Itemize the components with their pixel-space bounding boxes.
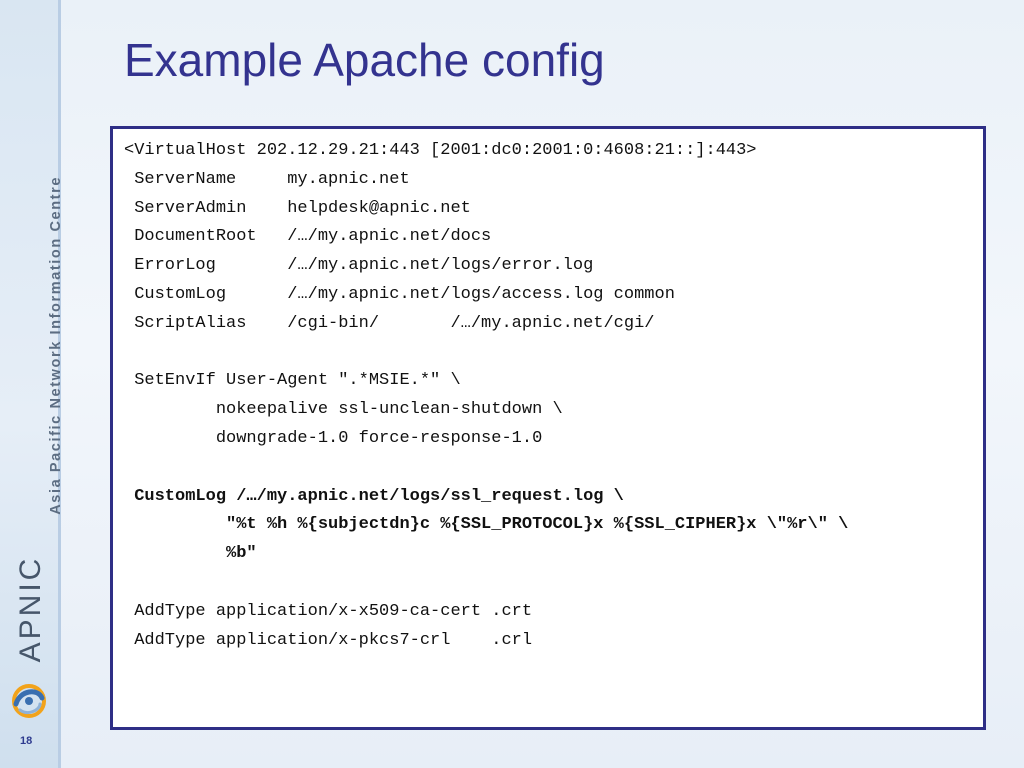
sidebar <box>0 0 58 768</box>
code-line: SetEnvIf User-Agent ".*MSIE.*" \ <box>124 371 461 391</box>
page-number: 18 <box>20 735 33 747</box>
code-line: downgrade-1.0 force-response-1.0 <box>124 428 543 448</box>
code-line <box>113 454 983 483</box>
brand-container: APNIC <box>14 546 48 672</box>
code-line: ScriptAlias /cgi-bin/ /…/my.apnic.net/cg… <box>124 313 655 333</box>
code-line: AddType application/x-pkcs7-crl .crl <box>124 630 533 650</box>
code-line: CustomLog /…/my.apnic.net/logs/access.lo… <box>124 284 675 304</box>
code-line: AddType application/x-x509-ca-cert .crt <box>124 601 533 621</box>
code-lines: <VirtualHost 202.12.29.21:443 [2001:dc0:… <box>113 137 983 655</box>
code-line: "%t %h %{subjectdn}c %{SSL_PROTOCOL}x %{… <box>124 515 849 535</box>
code-line: DocumentRoot /…/my.apnic.net/docs <box>124 227 492 247</box>
code-line <box>113 339 983 368</box>
slide-title: Example Apache config <box>124 34 605 86</box>
code-line: CustomLog /…/my.apnic.net/logs/ssl_reque… <box>124 486 624 506</box>
code-block: <VirtualHost 202.12.29.21:443 [2001:dc0:… <box>110 126 986 730</box>
org-name: Asia Pacific Network Information Centre <box>48 176 64 515</box>
code-line: ErrorLog /…/my.apnic.net/logs/error.log <box>124 256 594 276</box>
code-line: %b" <box>124 544 257 564</box>
code-line <box>113 569 983 598</box>
code-line: ServerName my.apnic.net <box>124 169 410 189</box>
code-line: ServerAdmin helpdesk@apnic.net <box>124 198 471 218</box>
code-line: nokeepalive ssl-unclean-shutdown \ <box>124 400 563 420</box>
brand-wordmark: APNIC <box>14 555 47 663</box>
org-name-container: Asia Pacific Network Information Centre <box>14 86 64 515</box>
code-line: <VirtualHost 202.12.29.21:443 [2001:dc0:… <box>124 141 757 160</box>
sidebar-divider <box>58 0 61 768</box>
apnic-swirl-logo-icon <box>12 684 46 718</box>
